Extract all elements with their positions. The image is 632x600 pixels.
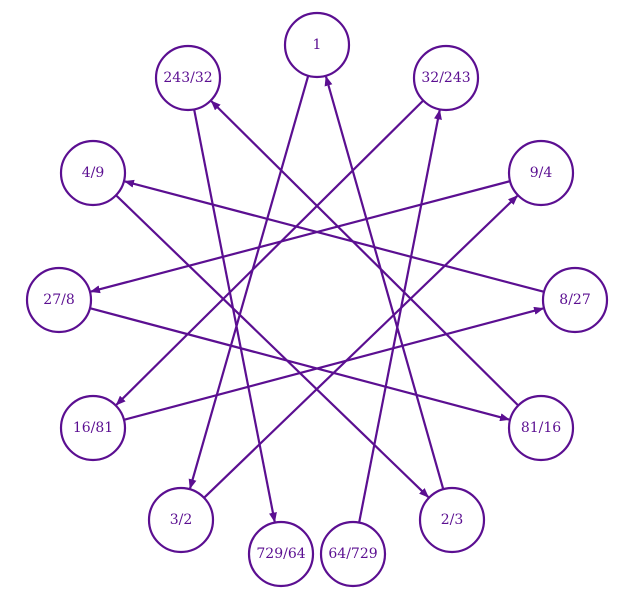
node-1: 1 xyxy=(283,11,351,79)
node-label: 3/2 xyxy=(170,512,193,528)
edge-arrow xyxy=(193,109,277,523)
node-8-27: 8/27 xyxy=(541,266,609,334)
node-circle xyxy=(418,486,486,554)
node-circle xyxy=(412,44,480,112)
edge-arrow xyxy=(324,75,445,490)
node-circle xyxy=(247,520,315,588)
node-32-243: 32/243 xyxy=(412,44,480,112)
node-circle xyxy=(147,486,215,554)
node-circle xyxy=(59,139,127,207)
node-label: 16/81 xyxy=(73,420,113,436)
edge-arrow xyxy=(123,306,545,421)
node-circle xyxy=(154,44,222,112)
node-label: 81/16 xyxy=(521,420,561,436)
edge-arrow xyxy=(115,99,425,406)
node-label: 9/4 xyxy=(530,165,553,181)
node-circle xyxy=(59,394,127,462)
edge-arrow xyxy=(89,180,511,294)
node-label: 729/64 xyxy=(256,546,305,562)
node-label: 1 xyxy=(313,37,322,53)
node-circle xyxy=(283,11,351,79)
node-4-9: 4/9 xyxy=(59,139,127,207)
node-circle xyxy=(507,139,575,207)
node-label: 2/3 xyxy=(441,512,464,528)
node-label: 243/32 xyxy=(163,70,212,86)
node-3-2: 3/2 xyxy=(147,486,215,554)
node-label: 32/243 xyxy=(421,70,470,86)
node-729-64: 729/64 xyxy=(247,520,315,588)
node-circle xyxy=(507,394,575,462)
node-circle xyxy=(319,520,387,588)
node-label: 4/9 xyxy=(82,165,105,181)
edge-arrow xyxy=(188,75,310,490)
node-label: 8/27 xyxy=(559,292,590,308)
edge-arrow xyxy=(358,109,442,523)
node-27-8: 27/8 xyxy=(25,266,93,334)
edge-arrow xyxy=(203,195,519,499)
node-circle xyxy=(25,266,93,334)
node-243-32: 243/32 xyxy=(154,44,222,112)
edge-arrow xyxy=(210,100,520,407)
node-2-3: 2/3 xyxy=(418,486,486,554)
node-label: 64/729 xyxy=(328,546,377,562)
edge-arrow xyxy=(115,194,430,498)
node-label: 27/8 xyxy=(43,292,74,308)
edges-layer xyxy=(89,75,545,523)
edge-arrow xyxy=(89,307,511,422)
node-81-16: 81/16 xyxy=(507,394,575,462)
edge-arrow xyxy=(123,179,545,293)
node-9-4: 9/4 xyxy=(507,139,575,207)
node-16-81: 16/81 xyxy=(59,394,127,462)
nodes-layer: 1 32/243 9/4 8/27 81/16 2/3 64/729 729/ xyxy=(25,11,609,588)
node-64-729: 64/729 xyxy=(319,520,387,588)
node-circle xyxy=(541,266,609,334)
